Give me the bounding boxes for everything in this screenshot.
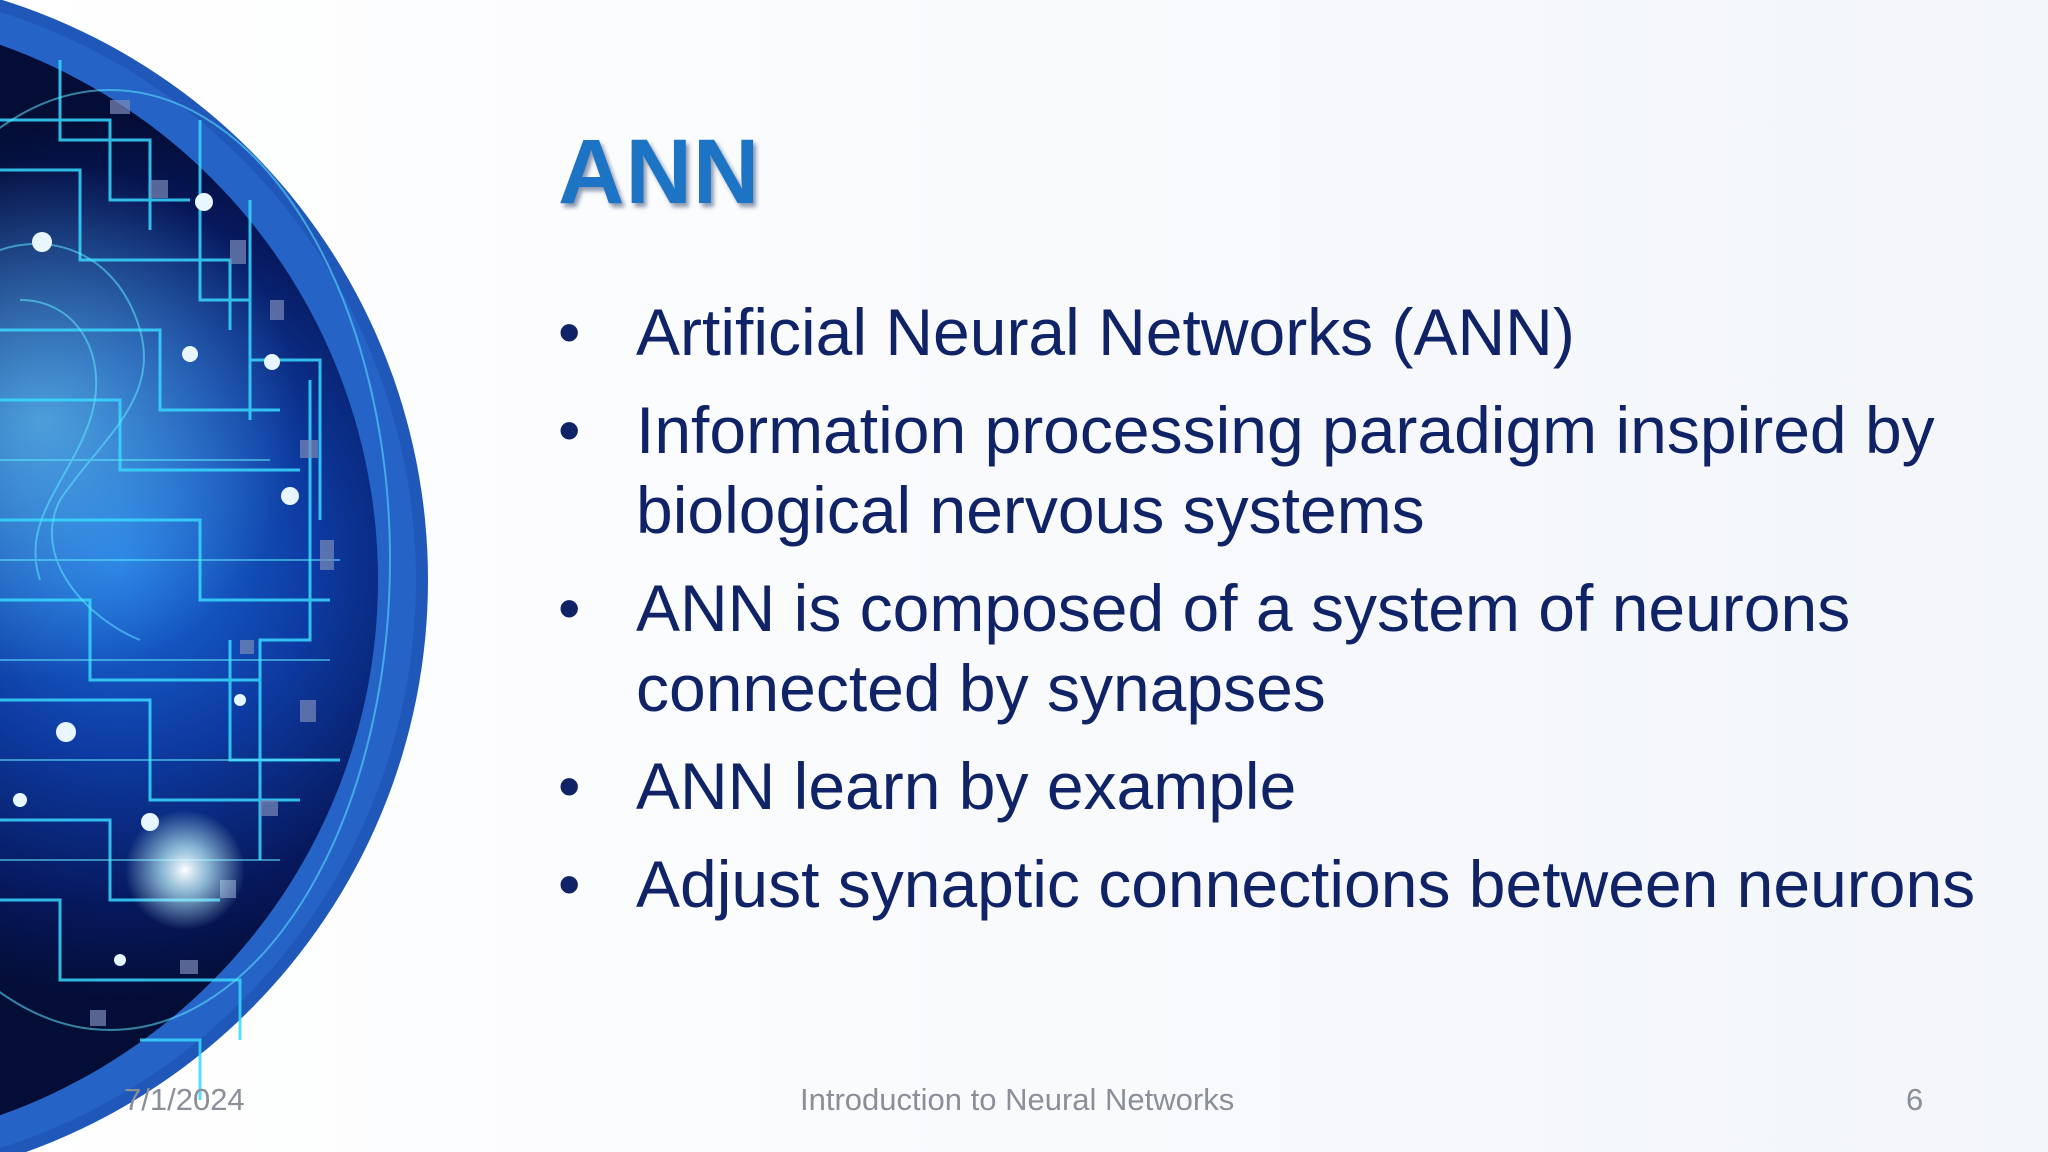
- bullet-item: • Artificial Neural Networks (ANN): [558, 292, 1978, 372]
- circuit-lines: [0, 60, 340, 1100]
- bullet-item: • ANN is composed of a system of neurons…: [558, 568, 1978, 728]
- bullet-marker: •: [558, 750, 581, 822]
- bullet-text: Information processing paradigm inspired…: [636, 393, 1935, 547]
- bullet-item: • ANN learn by example: [558, 746, 1978, 826]
- bullet-marker: •: [558, 572, 581, 644]
- bullet-text: ANN learn by example: [636, 749, 1297, 823]
- bullet-item: • Information processing paradigm inspir…: [558, 390, 1978, 550]
- bullet-marker: •: [558, 848, 581, 920]
- bullet-text: Adjust synaptic connections between neur…: [636, 847, 1976, 921]
- slide-number: 6: [1906, 1082, 1924, 1117]
- footer-date: 7/1/2024: [124, 1082, 245, 1117]
- bullet-marker: •: [558, 296, 581, 368]
- bullet-list: • Artificial Neural Networks (ANN) • Inf…: [558, 292, 1978, 942]
- bullet-marker: •: [558, 394, 581, 466]
- circuit-brain-artwork: [0, 0, 428, 1152]
- circuit-nodes: [13, 193, 299, 966]
- bullet-item: • Adjust synaptic connections between ne…: [558, 844, 1978, 924]
- light-flare: [125, 810, 245, 930]
- slide-title: ANN: [558, 121, 761, 223]
- footer-title: Introduction to Neural Networks: [800, 1082, 1235, 1117]
- bullet-text: ANN is composed of a system of neurons c…: [636, 571, 1851, 725]
- bullet-text: Artificial Neural Networks (ANN): [636, 295, 1575, 369]
